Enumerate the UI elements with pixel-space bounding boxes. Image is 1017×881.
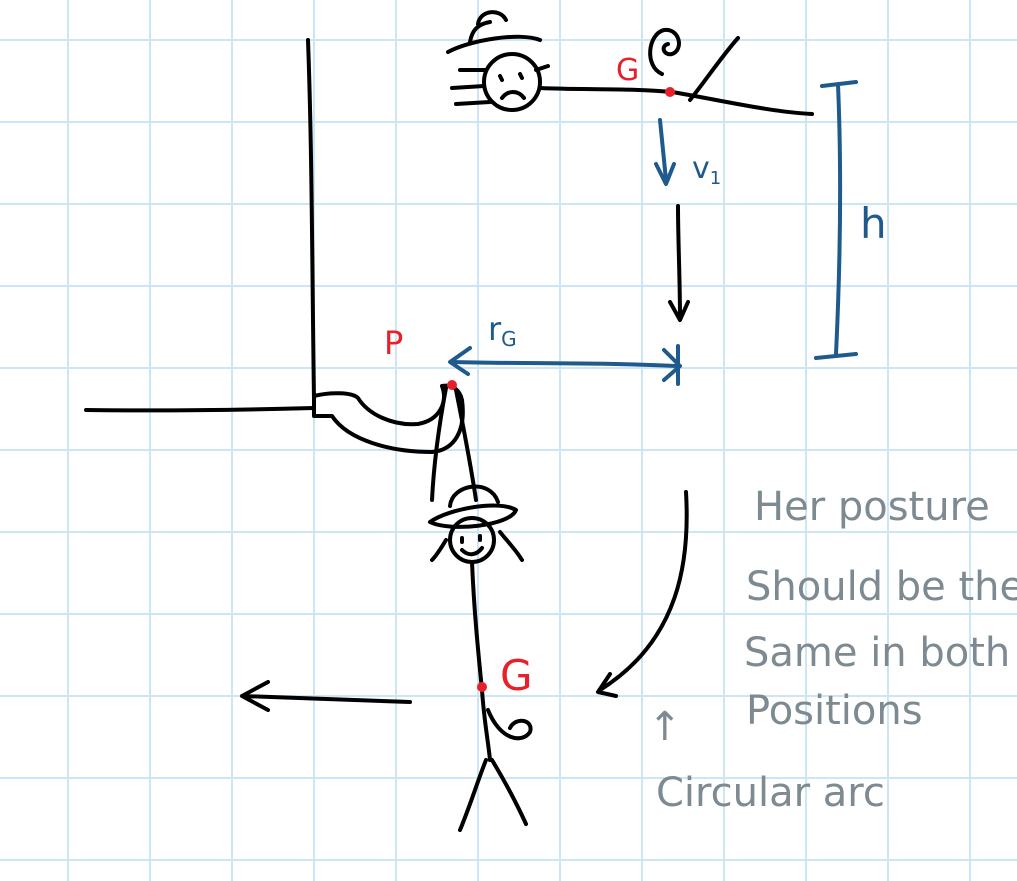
r-dimension-line (448, 344, 682, 386)
circular-arc-arrow (596, 490, 689, 698)
posture-note-line-4: Positions (746, 688, 923, 734)
label-pivot: P (384, 324, 403, 362)
top-figure-head (482, 52, 542, 112)
top-figure-hair (450, 64, 550, 106)
bottom-figure-hair (430, 530, 524, 562)
bottom-figure-arm-right (454, 388, 478, 502)
posture-note-line-1: Her posture (754, 484, 990, 530)
top-center-of-mass-dot (665, 87, 675, 97)
fall-arrow (668, 204, 690, 322)
arc-note: Circular arc (656, 770, 885, 816)
label-g-bottom: G (500, 651, 533, 700)
arc-note-arrow: ↑ (648, 704, 682, 750)
label-h: h (860, 199, 887, 248)
floor-line (84, 406, 316, 413)
bottom-figure-arm-left (430, 386, 448, 502)
label-g-top: G (616, 53, 639, 88)
v1-arrow (654, 118, 676, 186)
bottom-center-of-mass-dot (477, 682, 487, 692)
top-figure-leg (688, 36, 740, 102)
bottom-figure-hand (486, 708, 533, 741)
bottom-figure-leg-right (490, 758, 528, 826)
label-r: rG (488, 310, 517, 351)
label-v1: v1 (692, 151, 721, 189)
h-dimension-line (814, 80, 858, 360)
velocity-left-arrow (240, 680, 412, 712)
bottom-figure-face (460, 534, 484, 557)
bottom-figure-leg-left (458, 758, 488, 832)
top-figure-hat (446, 10, 542, 54)
pivot-dot (447, 380, 457, 390)
top-figure-body (538, 86, 814, 116)
bottom-figure (428, 386, 533, 832)
posture-note-line-2: Should be the (746, 564, 1017, 610)
top-figure-hand (648, 27, 681, 76)
wall-line (306, 38, 316, 402)
bottom-figure-body (470, 560, 492, 762)
top-figure-face (498, 72, 526, 100)
top-figure (446, 10, 814, 116)
posture-note-line-3: Same in both (744, 630, 1010, 676)
